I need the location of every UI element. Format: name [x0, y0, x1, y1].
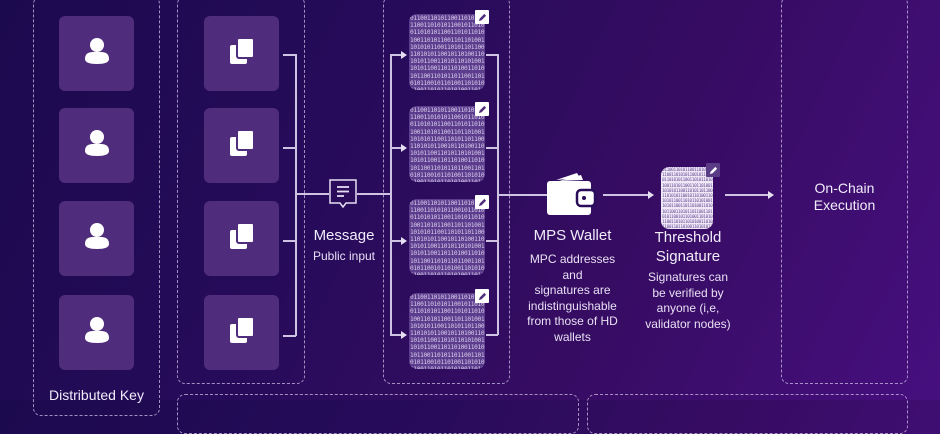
copy-icon [229, 37, 255, 70]
threshold-pencil-icon[interactable] [706, 163, 720, 177]
connector-fanout-branch [390, 334, 402, 336]
text-line: be verified by [652, 285, 724, 300]
connector-share-1 [283, 54, 296, 56]
message-subtitle: Public input [312, 249, 376, 263]
text-line: wallets [554, 329, 591, 344]
partial-signatures-box [383, 0, 510, 384]
participant-tile [59, 108, 134, 183]
text-line: Execution [813, 197, 876, 213]
connector-share-4 [283, 335, 296, 337]
user-icon [84, 316, 110, 349]
connector-partial-4 [486, 334, 498, 336]
shares-box [177, 0, 305, 384]
execution-box [781, 0, 908, 384]
pencil-icon[interactable] [475, 102, 489, 116]
connector-share-3 [283, 240, 296, 242]
wallet-title: MPS Wallet [533, 227, 612, 244]
connector-partial-3 [486, 240, 498, 242]
participant-tile [59, 295, 134, 370]
bottom-group-box-right [587, 394, 908, 434]
participant-tile [59, 16, 134, 91]
user-icon [84, 129, 110, 162]
connector-fanout-vertical [390, 54, 392, 336]
copy-icon [229, 316, 255, 349]
arrow-to-partial-signature [401, 237, 407, 245]
text-line: Signature [655, 248, 721, 265]
connector-share-2 [283, 147, 296, 149]
arrow-to-partial-signature [401, 51, 407, 59]
connector-partial-1 [486, 54, 498, 56]
arrow-to-partial-signature [401, 144, 407, 152]
text-line: signatures are [534, 283, 611, 297]
text-line: Threshold [654, 229, 722, 246]
text-line: validator nodes) [645, 316, 731, 331]
copy-icon [229, 129, 255, 162]
partial-signature-block: 0110011010110011010110110011010101100101… [409, 199, 485, 275]
connector-shares-to-message [295, 193, 329, 195]
connector-partial-2 [486, 147, 498, 149]
user-icon [84, 222, 110, 255]
threshold-signature-icon: 0110011010110011010110110011010101100101… [661, 167, 713, 229]
user-icon [84, 37, 110, 70]
key-share-tile [204, 295, 279, 370]
copy-icon [229, 222, 255, 255]
connector-wallet-to-threshold [603, 194, 649, 196]
key-share-tile [204, 16, 279, 91]
text-line: indistinguishable [528, 298, 617, 313]
connector-partials-to-wallet [497, 194, 547, 196]
connector-fanout-branch [390, 147, 402, 149]
partial-signature-block: 0110011010110011010110110011010101100101… [409, 14, 485, 90]
wallet-icon [547, 171, 597, 215]
arrow-to-threshold [648, 191, 654, 199]
pencil-icon[interactable] [475, 289, 489, 303]
text-line: MPC addresses [529, 252, 616, 266]
partial-signature-block: 0110011010110011010110110011010101100101… [409, 106, 485, 182]
bottom-group-box-left [177, 394, 579, 434]
text-line: On-Chain [814, 180, 875, 196]
pencil-icon[interactable] [475, 10, 489, 24]
arrow-to-execution [768, 191, 774, 199]
connector-fanout-branch [390, 54, 402, 56]
arrow-to-partial-signature [401, 331, 407, 339]
key-share-tile [204, 201, 279, 276]
message-icon [329, 179, 357, 209]
key-share-tile [204, 108, 279, 183]
text-line: Signatures can [647, 270, 729, 284]
connector-shares-vertical [295, 54, 297, 336]
pencil-icon[interactable] [475, 195, 489, 209]
connector-fanout-branch [390, 240, 402, 242]
text-line: and [562, 267, 583, 282]
connector-threshold-to-execution [725, 194, 769, 196]
partial-signature-block: 0110011010110011010110110011010101100101… [409, 293, 485, 369]
text-line: anyone (i,e, [656, 301, 720, 315]
message-title: Message [313, 227, 375, 244]
text-line: from those of HD [527, 314, 618, 328]
connector-message-to-signatures [357, 193, 391, 195]
participant-tile [59, 201, 134, 276]
participants-label: Distributed Key [49, 387, 144, 403]
